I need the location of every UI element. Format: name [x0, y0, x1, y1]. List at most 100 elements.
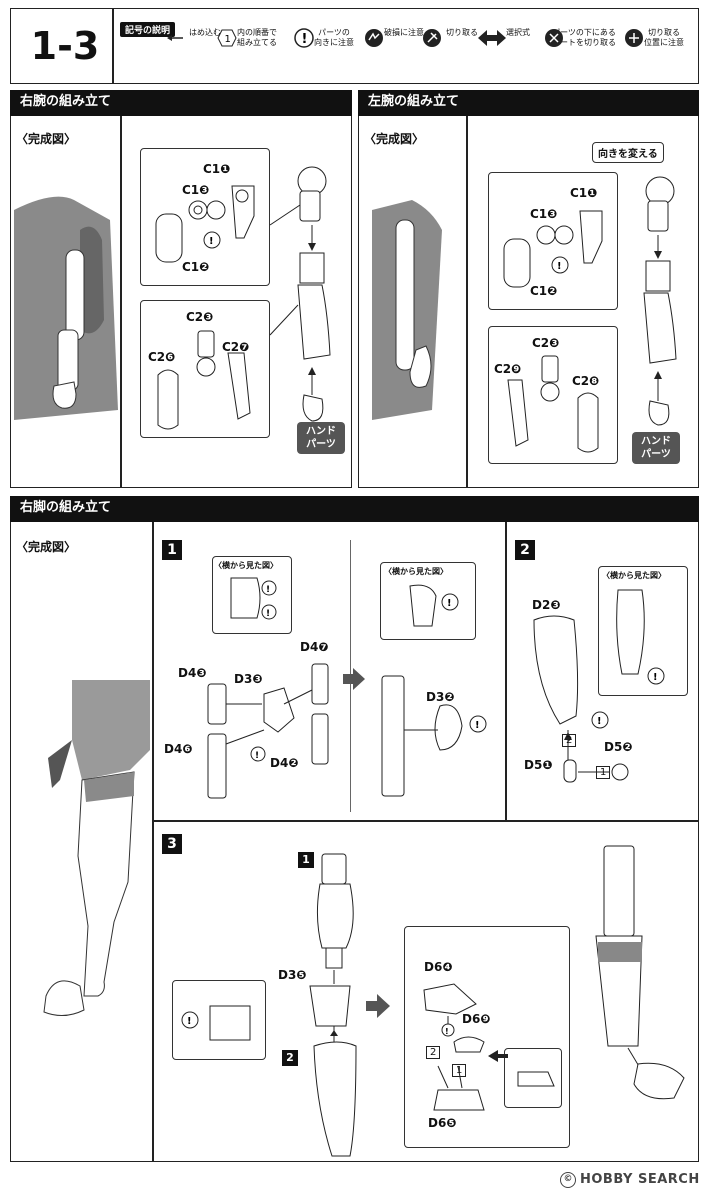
header-divider	[112, 8, 114, 84]
part-label: D6	[424, 960, 443, 974]
foot-parts-callout	[404, 926, 570, 1148]
step-badge: 2	[515, 540, 535, 560]
step-badge: 3	[162, 834, 182, 854]
legend-title: 記号の説明	[120, 22, 176, 37]
hip-joint-parts-drawing: !	[207, 663, 329, 799]
part-number: ❶	[542, 758, 553, 772]
part-number: ❻	[182, 742, 193, 756]
left-elbow-parts-drawing	[507, 355, 599, 453]
legend-item: 選択式	[478, 28, 558, 46]
hand-parts-badge: ハンド パーツ	[297, 422, 345, 454]
part-number: ❷	[444, 690, 455, 704]
part-number: ❷	[199, 260, 210, 274]
svg-text:!: !	[447, 598, 452, 609]
part-label: D5	[604, 740, 623, 754]
hip-assembled-drawing: !	[381, 675, 487, 797]
right-leg-complete-label: 〈完成図〉	[16, 540, 77, 554]
assembly-ref-badge: 1	[298, 852, 314, 868]
part-number: ❾	[480, 1012, 491, 1026]
left-arm-title: 左腕の組み立て	[358, 90, 699, 116]
legend-item: 切り取る 位置に注意	[624, 28, 704, 48]
svg-text:!: !	[266, 609, 270, 619]
thigh-assembly-drawing	[309, 853, 357, 1157]
part-number: ❹	[442, 960, 453, 974]
header-frame	[10, 8, 699, 84]
left-shoulder-parts-drawing: !	[503, 210, 603, 288]
svg-text:!: !	[475, 720, 480, 731]
step-number: 1-3	[30, 24, 100, 68]
part-label: D4	[300, 640, 319, 654]
right-arm-title: 右腕の組み立て	[10, 90, 352, 116]
legend-label: パーツの下にある ゲートを切り取る	[552, 28, 616, 47]
legend-item: パーツの下にある ゲートを切り取る	[544, 28, 624, 48]
svg-text:!: !	[209, 236, 214, 247]
side-view-armor-drawing: !	[409, 584, 459, 627]
svg-text:!: !	[187, 1016, 192, 1027]
side-view-thigh-drawing: !	[616, 589, 665, 685]
watermark-logo: HOBBY SEARCH	[580, 1172, 700, 1187]
cut-position-icon	[625, 29, 643, 47]
part-number: ❷	[547, 284, 558, 298]
svg-text:!: !	[597, 716, 602, 727]
part-number: ❻	[165, 350, 176, 364]
legend-label: 切り取る	[446, 28, 478, 37]
legend-item: 破損に注意	[364, 28, 444, 47]
legend-label: はめ込む	[189, 28, 221, 37]
thigh-parts-drawing: !	[533, 615, 629, 783]
arrow-left-icon	[167, 35, 183, 41]
hexagon-number-icon: 1	[217, 29, 237, 47]
part-label: D4	[270, 756, 289, 770]
hexagon-order-label: 2	[562, 734, 577, 747]
svg-text:!: !	[557, 261, 562, 272]
left-arm-assembly-drawing	[643, 176, 677, 426]
legend-item: !パーツの 向きに注意	[294, 28, 374, 48]
side-view-label: 〈横から見た図〉	[384, 567, 448, 576]
caution-icon: !	[294, 28, 314, 48]
part-number: ❸	[203, 310, 214, 324]
legend-item: はめ込む	[165, 28, 245, 41]
legend-label: 内の順番で 組み立てる	[237, 28, 277, 47]
part-label: C2	[532, 336, 550, 350]
svg-text:!: !	[302, 32, 308, 47]
part-number: ❺	[446, 1116, 457, 1130]
part-label: D4	[164, 742, 183, 756]
part-label: C1	[203, 162, 221, 176]
part-number: ❼	[318, 640, 329, 654]
legend-label: 選択式	[506, 28, 530, 37]
hexagon-order-label: 1	[452, 1064, 467, 1077]
part-label: D6	[462, 1012, 481, 1026]
part-number: ❼	[239, 340, 250, 354]
cut-gate-icon	[545, 29, 563, 47]
part-number: ❶	[587, 186, 598, 200]
svg-text:!: !	[653, 672, 658, 683]
hexagon-order-label: 1	[596, 766, 611, 779]
part-label: C2	[494, 362, 512, 376]
part-label: C1	[182, 260, 200, 274]
foot-parts-drawing: !	[423, 983, 555, 1111]
part-label: C1	[530, 284, 548, 298]
part-label: D6	[428, 1116, 447, 1130]
part-label: D3	[234, 672, 253, 686]
side-view-label: 〈横から見た図〉	[214, 561, 278, 570]
part-number: ❸	[550, 598, 561, 612]
left-arm-complete-figure	[372, 200, 442, 420]
part-label: D5	[524, 758, 543, 772]
part-label: C2	[186, 310, 204, 324]
part-label: C2	[572, 374, 590, 388]
left-arm-complete-label: 〈完成図〉	[364, 132, 425, 146]
right-arm-complete-figure	[14, 196, 118, 420]
hexagon-order-label: 2	[426, 1046, 441, 1059]
breakage-icon	[365, 29, 383, 47]
svg-text:!: !	[445, 1027, 449, 1036]
part-number: ❶	[220, 162, 231, 176]
hand-parts-badge: ハンド パーツ	[632, 432, 680, 464]
part-number: ❸	[547, 207, 558, 221]
part-number: ❺	[296, 968, 307, 982]
shoulder-parts-drawing: !	[155, 185, 255, 263]
assembly-ref-badge: 2	[282, 1050, 298, 1066]
step-arrow	[366, 994, 390, 1018]
right-arm-complete-label: 〈完成図〉	[16, 132, 77, 146]
step-badge: 1	[162, 540, 182, 560]
armor-detail-drawing: !	[181, 1005, 251, 1041]
